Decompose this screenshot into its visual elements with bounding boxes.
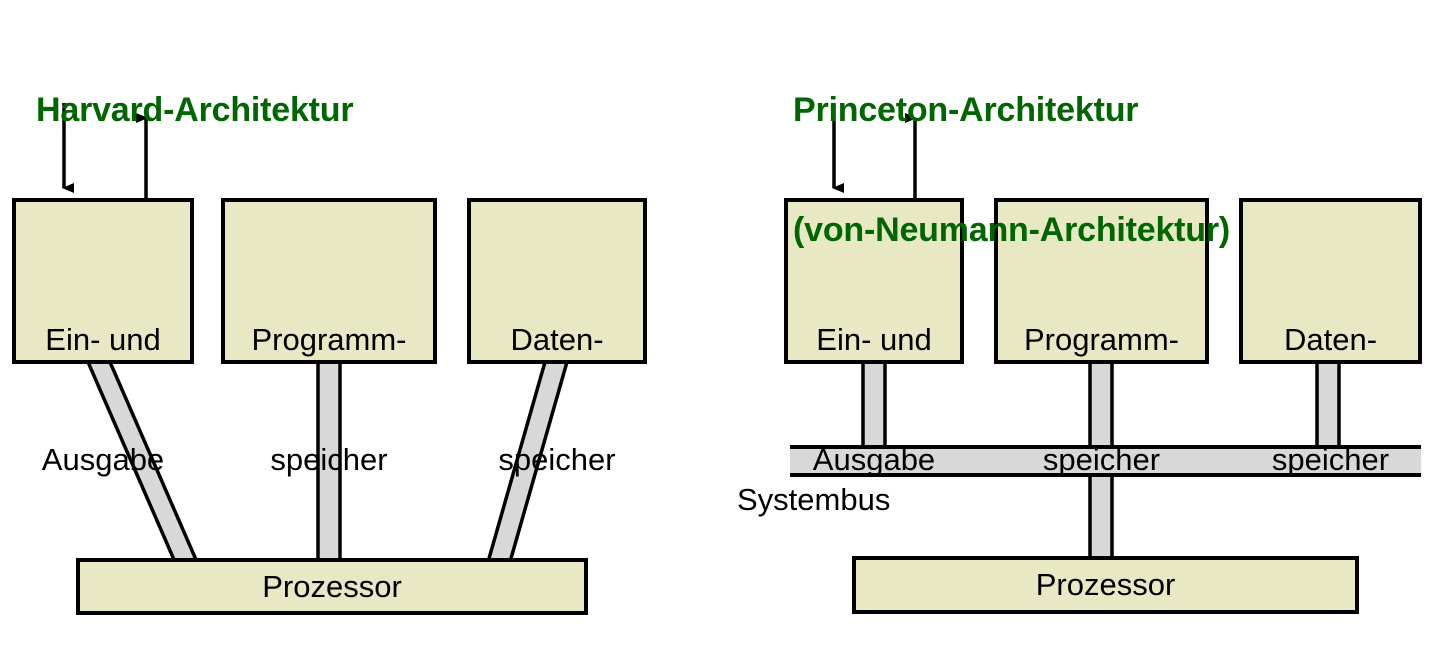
connector-program-memory-to-processor: [316, 360, 342, 564]
box-io[interactable]: [784, 198, 964, 364]
harvard-diagram-group: [12, 103, 647, 615]
connector-data-memory-to-bus: [1315, 360, 1341, 450]
harvard-title-line-1: Harvard-Architektur: [36, 91, 354, 129]
box-program-memory[interactable]: [221, 198, 437, 364]
connector-bus-to-processor: [1088, 472, 1114, 564]
princeton-title-line-2: (von-Neumann-Architektur): [793, 211, 1231, 249]
box-data-memory[interactable]: [467, 198, 647, 364]
box-data-memory[interactable]: [1239, 198, 1422, 364]
box-io[interactable]: [12, 198, 194, 364]
princeton-arrows: [832, 103, 917, 199]
connector-io-to-processor: [85, 360, 200, 564]
system-bus-label: Systembus: [737, 482, 891, 517]
box-processor[interactable]: [852, 556, 1359, 614]
connector-program-memory-to-bus: [1088, 360, 1114, 450]
princeton-title-line-1: Princeton-Architektur: [793, 91, 1139, 129]
harvard-title: Harvard-Architektur: [36, 10, 354, 210]
princeton-title: Princeton-Architektur (von-Neumann-Archi…: [793, 10, 1230, 330]
connector-data-memory-to-processor: [485, 360, 570, 564]
system-bus-bar[interactable]: [790, 446, 1421, 476]
box-processor[interactable]: [76, 558, 588, 615]
princeton-diagram-group: [784, 103, 1422, 614]
harvard-connectors: [85, 360, 570, 564]
box-program-memory[interactable]: [994, 198, 1209, 364]
system-bus[interactable]: [790, 445, 1421, 477]
harvard-arrows: [62, 103, 148, 199]
connector-io-to-bus: [861, 360, 887, 450]
